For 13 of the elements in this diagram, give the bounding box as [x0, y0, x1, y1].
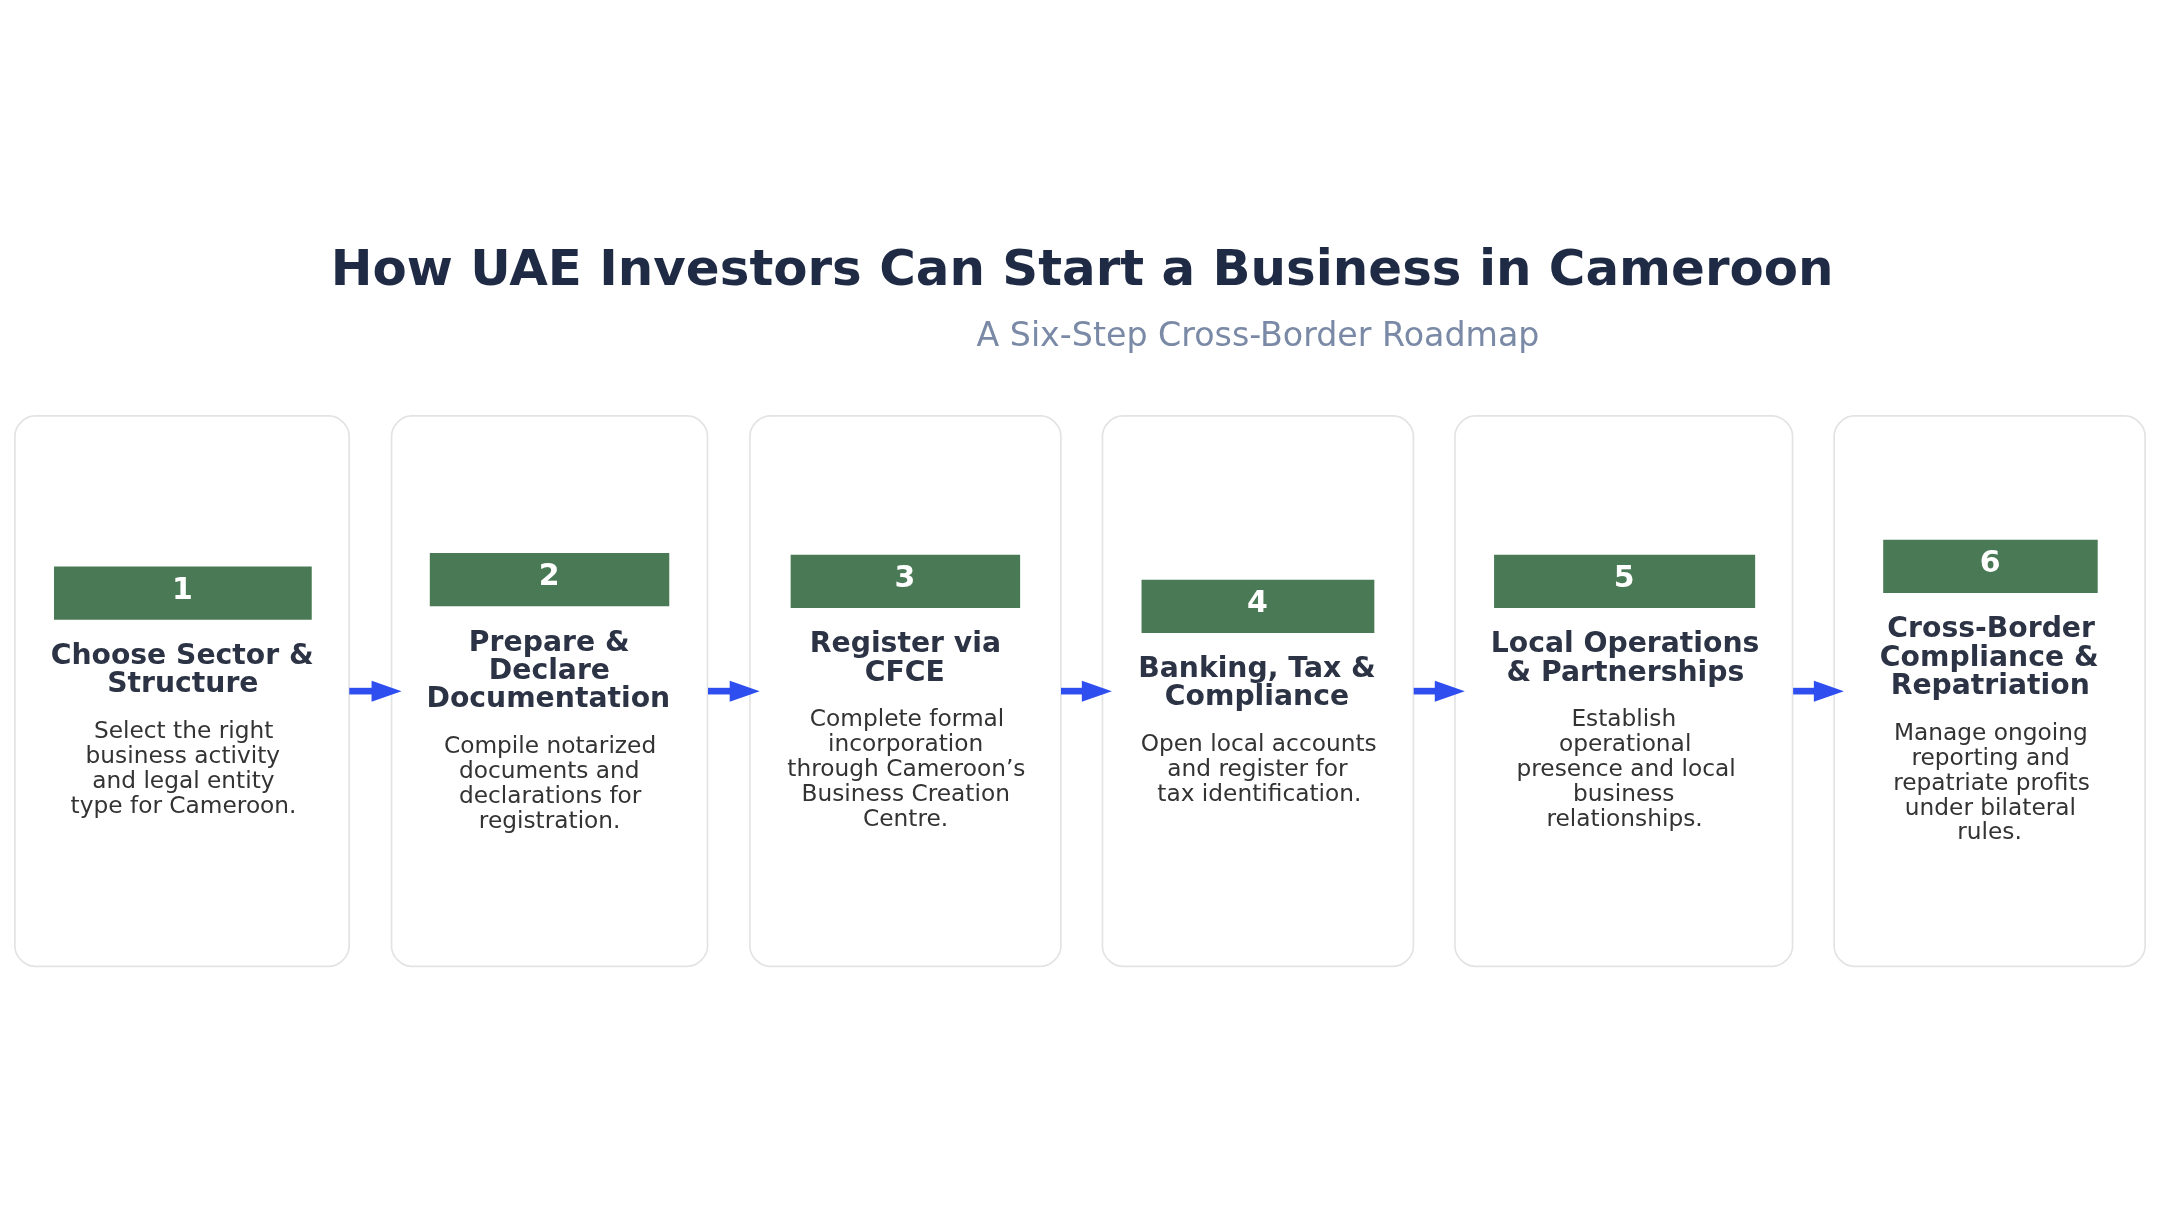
- arrow: [1061, 680, 1112, 702]
- arrow: [708, 680, 760, 702]
- node-box: 1 Choose Sector & Structure Select the right business activity and legal entity type for Cameroon.: [14, 415, 350, 968]
- node-box: 6 Cross-Border Compliance & Repatriation Manage ongoing reporting and repatriate profits under bilateral rules.: [1833, 415, 2146, 968]
- node-box: 2 Prepare & Declare Documentation Compile notarized documents and declarations for registration.: [390, 415, 709, 968]
- label: A Six-Step Cross-Border Roadmap: [976, 315, 1540, 355]
- node-box: 3 Register via CFCE Complete formal incorporation through Cameroon’s Business Creation Centre.: [749, 415, 1062, 968]
- diagram-title: How UAE Investors Can Start a Business in Cameroon: [330, 238, 1834, 297]
- arrow: [349, 680, 402, 702]
- arrow: [1413, 680, 1465, 702]
- node-box: 4 Banking, Tax & Compliance Open local accounts and register for tax identification.: [1101, 415, 1415, 968]
- node-box: 5 Local Operations & Partnerships Establish operational presence and local business relationships.: [1454, 415, 1794, 968]
- arrow: [1793, 680, 1844, 702]
